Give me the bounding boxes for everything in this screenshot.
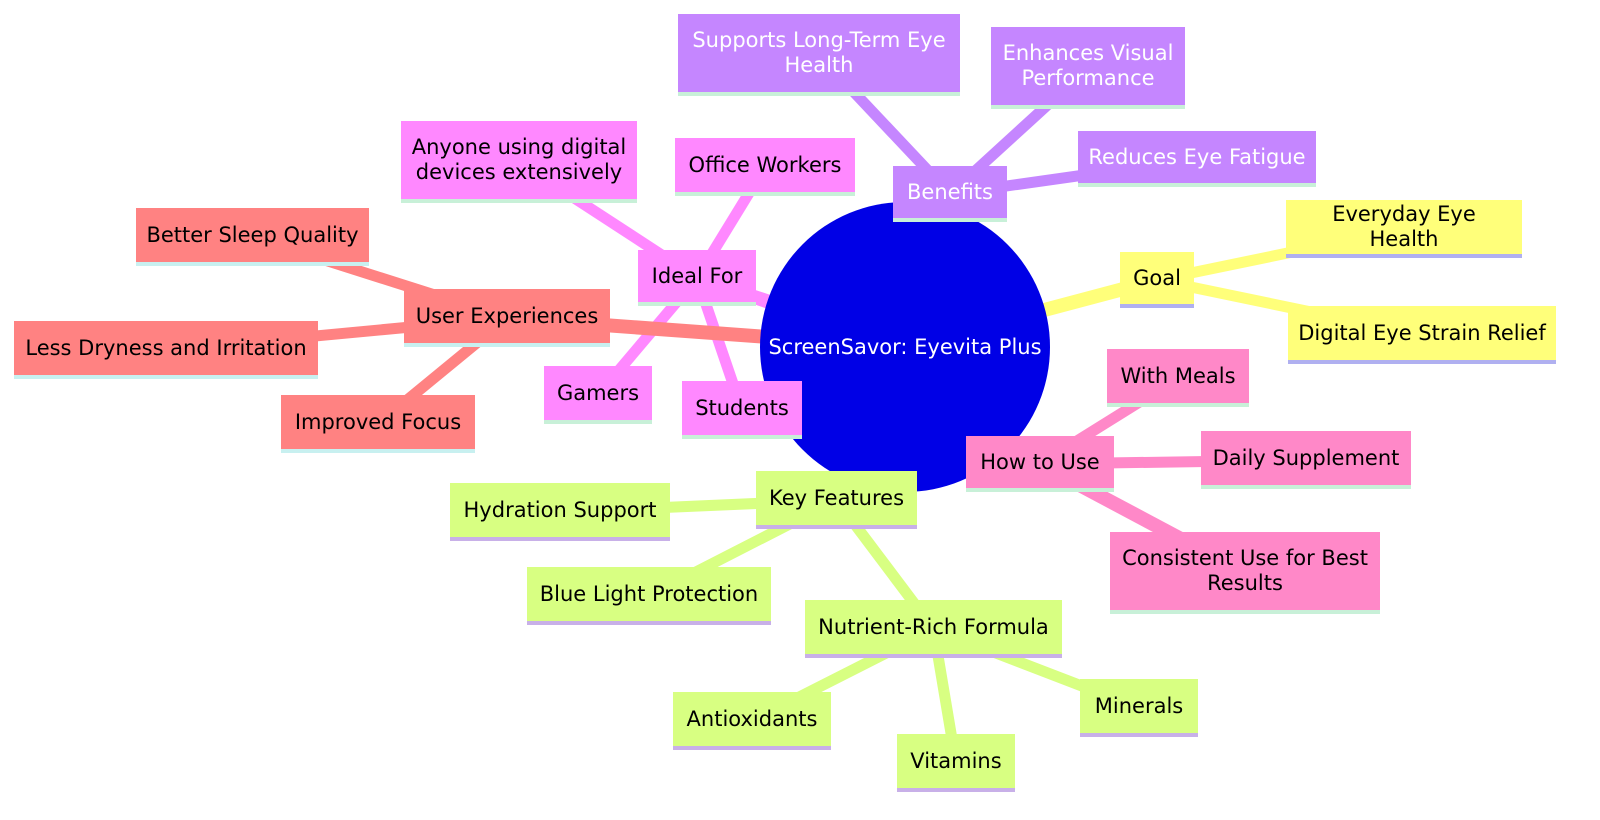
nutrient-child-node[interactable]: Antioxidants [673,692,831,750]
ideal-for-child-label: Gamers [556,380,640,405]
user-experiences-child-label: Improved Focus [294,409,462,434]
ideal-for-child-label: Office Workers [688,152,842,177]
root-node[interactable]: ScreenSavor: Eyevita Plus [760,202,1050,492]
key-features-child-node[interactable]: Blue Light Protection [527,567,771,625]
root-node-label: ScreenSavor: Eyevita Plus [768,335,1042,359]
how-to-use-child-label: Daily Supplement [1212,445,1400,470]
ideal-for-child-node[interactable]: Students [682,381,802,439]
benefits-child-label: Reduces Eye Fatigue [1088,144,1306,169]
nutrient-child-label: Vitamins [910,748,1002,773]
nutrient-child-label: Antioxidants [686,706,818,731]
user-experiences-child-label: Better Sleep Quality [146,222,359,247]
key-features-node[interactable]: Key Features [756,471,917,529]
how-to-use-child-node[interactable]: Consistent Use for Best Results [1110,532,1380,614]
benefits-child-label: Enhances Visual Performance [1002,41,1174,90]
user-experiences-child-label: Less Dryness and Irritation [25,335,307,360]
user-experiences-node[interactable]: User Experiences [404,289,610,347]
key-features-child-label: Hydration Support [463,497,657,522]
how-to-use-child-label: Consistent Use for Best Results [1122,546,1368,595]
how-to-use-child-node[interactable]: Daily Supplement [1201,431,1411,489]
benefits-node[interactable]: Benefits [893,166,1007,222]
user-experiences-child-node[interactable]: Less Dryness and Irritation [14,321,318,379]
benefits-label: Benefits [907,179,993,204]
ideal-for-child-node[interactable]: Gamers [544,366,652,424]
nutrient-rich-formula-label: Nutrient-Rich Formula [818,614,1049,639]
ideal-for-node[interactable]: Ideal For [638,250,756,306]
key-features-label: Key Features [768,485,905,510]
goal-node[interactable]: Goal [1120,252,1194,308]
goal-child-label: Digital Eye Strain Relief [1298,320,1546,345]
nutrient-child-node[interactable]: Minerals [1080,679,1198,737]
key-features-child-node[interactable]: Hydration Support [450,483,670,541]
user-experiences-label: User Experiences [415,303,599,328]
benefits-child-node[interactable]: Reduces Eye Fatigue [1078,131,1316,187]
how-to-use-child-label: With Meals [1120,363,1236,388]
goal-child-label: Everyday Eye Health [1332,202,1476,251]
ideal-for-label: Ideal For [651,263,743,288]
goal-child-node[interactable]: Everyday Eye Health [1286,200,1522,258]
benefits-child-label: Supports Long-Term Eye Health [692,28,946,77]
nutrient-child-label: Minerals [1094,693,1184,718]
ideal-for-child-node[interactable]: Anyone using digital devices extensively [401,121,637,203]
how-to-use-label: How to Use [980,449,1100,474]
nutrient-rich-formula-node[interactable]: Nutrient-Rich Formula [805,600,1062,658]
goal-label: Goal [1133,265,1181,290]
benefits-child-node[interactable]: Enhances Visual Performance [991,27,1185,109]
key-features-child-label: Blue Light Protection [539,581,759,606]
nutrient-child-node[interactable]: Vitamins [897,734,1015,792]
user-experiences-child-node[interactable]: Improved Focus [281,395,475,453]
ideal-for-child-label: Students [695,395,789,420]
goal-child-node[interactable]: Digital Eye Strain Relief [1288,306,1556,364]
ideal-for-child-label: Anyone using digital devices extensively [411,135,627,184]
how-to-use-node[interactable]: How to Use [966,436,1114,492]
how-to-use-child-node[interactable]: With Meals [1107,349,1249,407]
benefits-child-node[interactable]: Supports Long-Term Eye Health [678,14,960,96]
user-experiences-child-node[interactable]: Better Sleep Quality [136,208,369,266]
ideal-for-child-node[interactable]: Office Workers [675,138,855,196]
